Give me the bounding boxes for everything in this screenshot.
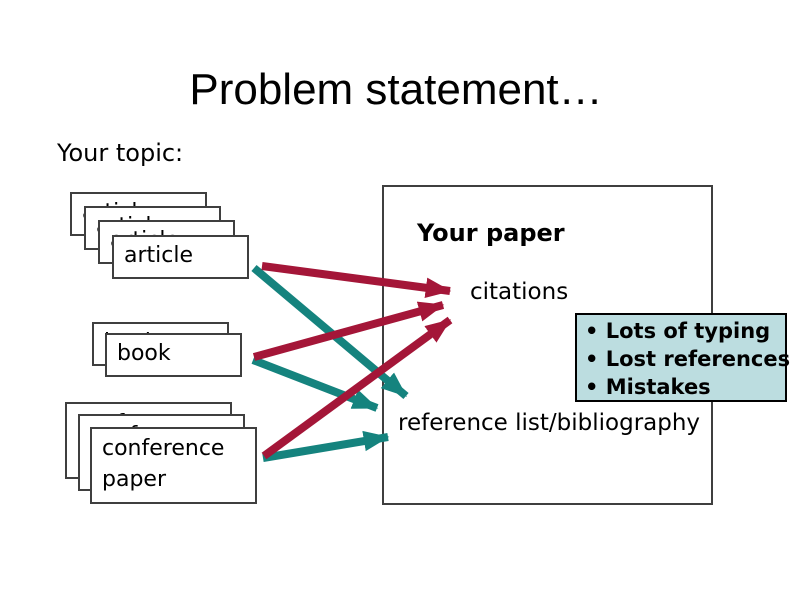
conference-paper-card-label: conference paper	[102, 436, 225, 492]
your-paper-title: Your paper	[417, 219, 565, 247]
article-card: article	[112, 235, 249, 279]
problems-list: Lots of typing Lost references Mistakes	[577, 315, 790, 401]
arrow-conference-to-reference	[262, 430, 390, 462]
your-topic-label: Your topic:	[57, 139, 184, 167]
slide-title: Problem statement…	[189, 65, 603, 114]
problems-list-item: Lots of typing	[585, 317, 785, 345]
reference-list-label: reference list/bibliography	[398, 410, 701, 436]
citations-label: citations	[470, 279, 569, 305]
problems-callout: Lots of typing Lost references Mistakes	[575, 313, 790, 402]
book-card-label: book	[117, 341, 171, 366]
problems-list-item: Lost references	[585, 345, 790, 373]
conference-paper-card: conference paper	[90, 427, 257, 504]
article-card-label: article	[124, 243, 194, 268]
book-card: book	[105, 333, 242, 377]
problems-list-item: Mistakes	[585, 373, 785, 401]
arrow-book-to-reference	[251, 356, 379, 412]
